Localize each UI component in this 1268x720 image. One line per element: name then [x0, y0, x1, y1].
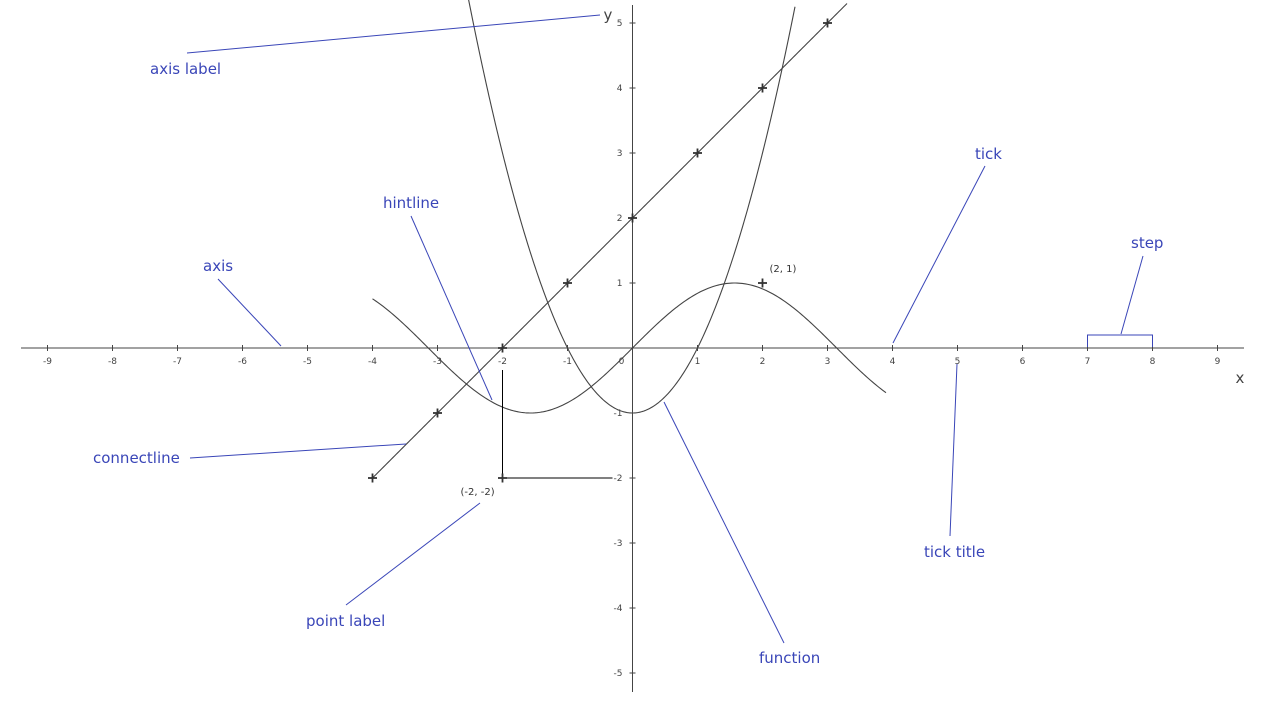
annotation-tick: tick	[975, 145, 1002, 163]
annotation-step: step	[1131, 234, 1163, 252]
y-axis-title: y	[604, 6, 613, 24]
y-tick-label: -1	[614, 409, 623, 419]
x-tick-label: -4	[368, 357, 377, 367]
x-tick-label: 2	[760, 357, 766, 367]
points-layer: (2, 1) (-2, -2)	[368, 18, 832, 498]
linear-function-line	[372, 3, 848, 479]
annotation-layer: axis label axis hintline tick step connectlin…	[93, 14, 1163, 667]
data-point-marker	[628, 213, 637, 223]
point-label: (-2, -2)	[461, 487, 495, 498]
x-axis-title: x	[1236, 369, 1245, 387]
x-tick-label: -5	[303, 357, 312, 367]
x-tick-label: -3	[433, 357, 442, 367]
y-tick-label: 1	[617, 279, 623, 289]
annotation-axis-label: axis label	[150, 60, 221, 78]
annotation-leader-step	[1120, 255, 1144, 335]
data-point-marker	[433, 408, 442, 418]
y-tick-label: -3	[614, 539, 623, 549]
annotation-function: function	[759, 649, 820, 667]
annotation-leader-tick	[892, 165, 986, 344]
y-tick-label: 5	[617, 19, 623, 29]
annotation-point-label: point label	[306, 612, 385, 630]
labeled-point-marker	[498, 473, 507, 483]
x-tick-label: 4	[890, 357, 896, 367]
data-point-marker	[563, 278, 572, 288]
annotation-leader-connectline	[189, 443, 407, 459]
x-tick-label: 0	[619, 357, 625, 367]
annotation-tick-title: tick title	[924, 543, 985, 561]
curves-layer	[372, 0, 887, 479]
annotation-leader-hintline	[410, 215, 493, 401]
labeled-point-marker	[758, 278, 767, 288]
y-tick-label: 2	[617, 214, 623, 224]
x-tick-label: -7	[173, 357, 182, 367]
annotation-leader-axis-label	[186, 14, 601, 54]
x-tick-label: 6	[1020, 357, 1026, 367]
annotation-leader-point-label	[345, 502, 481, 606]
x-tick-label: 9	[1215, 357, 1221, 367]
x-tick-label: 7	[1085, 357, 1091, 367]
parabola-function-curve	[468, 0, 796, 414]
y-tick-label: 4	[617, 84, 623, 94]
point-label: (2, 1)	[770, 264, 797, 275]
x-tick-label: 1	[695, 357, 701, 367]
x-tick-label: -1	[563, 357, 572, 367]
y-tick-label: 3	[617, 149, 623, 159]
annotation-leader-tick-title	[949, 363, 958, 537]
x-tick-label: -9	[43, 357, 52, 367]
y-tick-label: -2	[614, 474, 623, 484]
y-tick-label: -5	[614, 669, 623, 679]
hintline-layer	[502, 370, 613, 479]
axes-layer: -9 -8 -7 -6 -5 -4 -3 -2 -1 0 1 2 3 4 5 6 7 8 9 -5 -4 -3 -2 -1 1 2…	[21, 5, 1245, 692]
y-tick-label: -4	[614, 604, 623, 614]
data-point-marker	[368, 473, 377, 483]
data-point-marker	[823, 18, 832, 28]
x-tick-label: 8	[1150, 357, 1156, 367]
sine-function-curve	[372, 282, 887, 414]
annotation-connectline: connectline	[93, 449, 180, 467]
x-tick-label: 3	[825, 357, 831, 367]
step-bracket	[1087, 334, 1153, 347]
data-point-marker	[498, 343, 507, 353]
annotation-hintline: hintline	[383, 194, 439, 212]
annotation-leader-function	[663, 401, 785, 644]
x-tick-label: -6	[238, 357, 247, 367]
x-tick-label: -2	[498, 357, 507, 367]
data-point-marker	[693, 148, 702, 158]
annotation-leader-axis	[217, 278, 282, 347]
data-point-marker	[758, 83, 767, 93]
x-tick-label: -8	[108, 357, 117, 367]
annotation-axis: axis	[203, 257, 233, 275]
x-tick-label: 5	[955, 357, 961, 367]
